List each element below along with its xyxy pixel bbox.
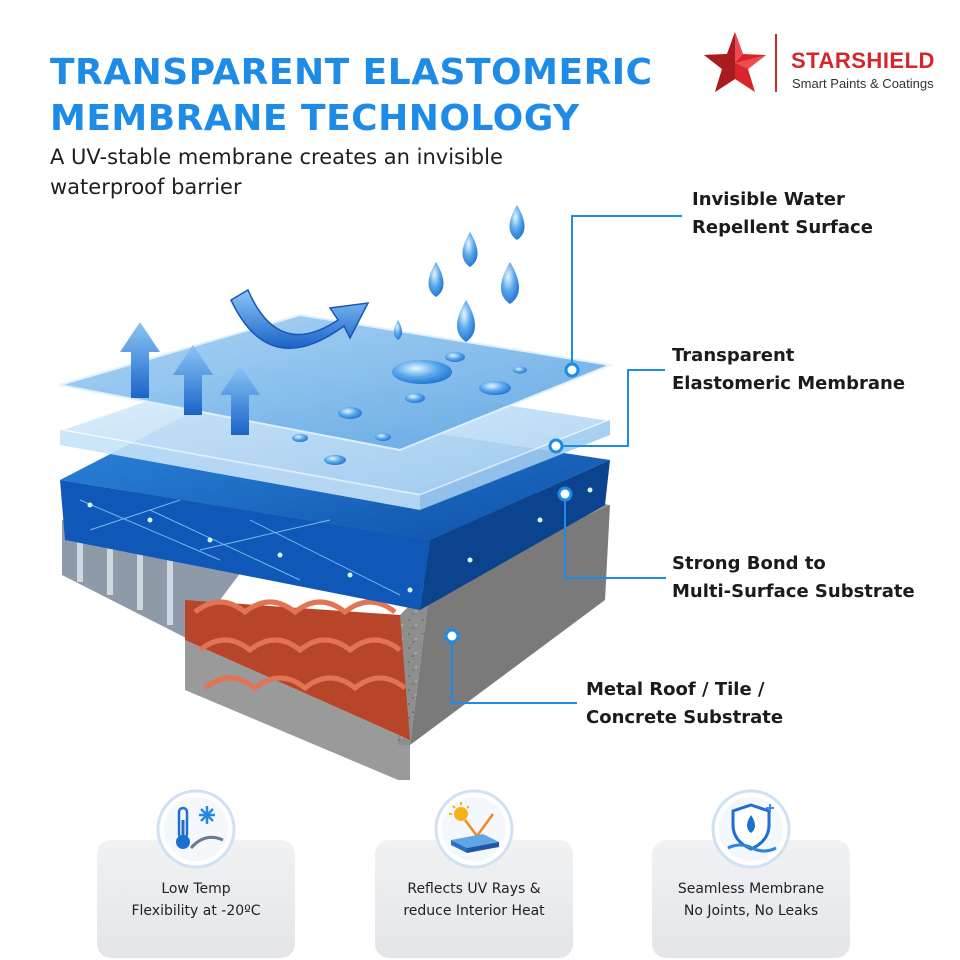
top-surface-layer (59, 313, 614, 465)
water-shield-icon (711, 789, 791, 869)
brand-tagline: Smart Paints & Coatings (792, 76, 934, 91)
page-subtitle: A UV-stable membrane creates an invisibl… (50, 145, 503, 199)
brand-divider (775, 34, 777, 92)
vapor-arrow-icons (120, 322, 260, 435)
feature-label: Seamless Membrane No Joints, No Leaks (677, 881, 825, 919)
feature-label: Low Temp Flexibility at -20ºC (131, 881, 261, 919)
callout-lines (451, 215, 682, 704)
feature-card-uv: Reflects UV Rays & reduce Interior Heat (375, 840, 573, 958)
layer-illustration (56, 205, 682, 780)
bounce-arrow-icon (230, 288, 370, 349)
title-line-2: MEMBRANE TECHNOLOGY (50, 98, 580, 139)
page-title: TRANSPARENT ELASTOMERIC MEMBRANE TECHNOL… (50, 50, 653, 142)
callout-bond: Strong Bond to Multi-Surface Substrate (672, 553, 915, 602)
brand-logo: STARSHIELD Smart Paints & Coatings (700, 28, 950, 96)
callout-water-repellent: Invisible Water Repellent Surface (692, 189, 873, 238)
water-drop-icons (394, 205, 525, 342)
callout-dots (444, 362, 580, 644)
sun-reflection-icon (434, 789, 514, 869)
brand-name: STARSHIELD (791, 48, 935, 73)
feature-label: Reflects UV Rays & reduce Interior Heat (403, 881, 545, 919)
feature-card-low-temp: Low Temp Flexibility at -20ºC (97, 840, 295, 958)
thermometer-snowflake-icon (156, 789, 236, 869)
star-logo-icon (704, 32, 766, 92)
callout-membrane: Transparent Elastomeric Membrane (672, 345, 906, 394)
title-line-1: TRANSPARENT ELASTOMERIC (50, 52, 653, 93)
callout-substrate: Metal Roof / Tile / Concrete Substrate (586, 679, 784, 728)
